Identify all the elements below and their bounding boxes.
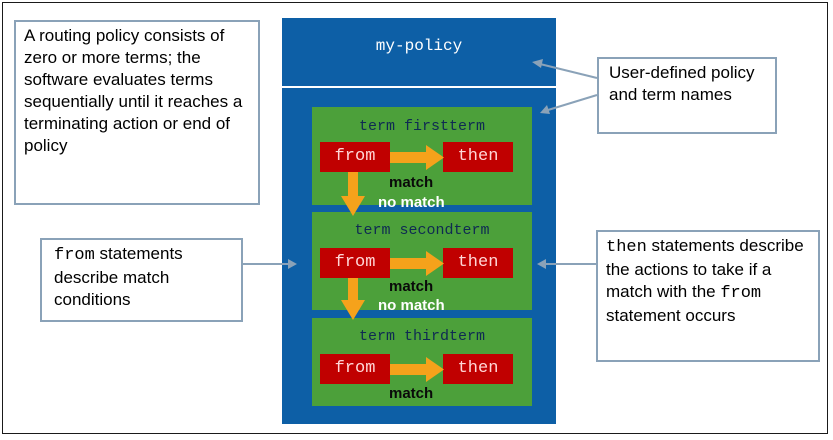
then-statements-text-2: statement occurs	[606, 306, 736, 325]
term-title: term firstterm	[358, 118, 486, 135]
term-title: term thirdterm	[358, 328, 486, 345]
no-match-arrow	[341, 172, 365, 216]
from-box: from	[320, 142, 390, 172]
match-label: match	[389, 385, 434, 402]
connector-line	[532, 59, 598, 79]
from-then-arrow	[390, 251, 444, 276]
then-box: then	[443, 354, 513, 384]
policy-header	[282, 18, 556, 86]
term-title: term secondterm	[354, 222, 490, 239]
from-then-arrow	[390, 145, 444, 170]
from-statements-callout: from statements describe match condition…	[40, 238, 243, 322]
no-match-label: no match	[378, 297, 445, 314]
no-match-arrow	[341, 278, 365, 320]
no-match-label: no match	[378, 194, 445, 211]
then-box: then	[443, 142, 513, 172]
connector-line	[540, 94, 598, 114]
match-label: match	[389, 174, 434, 191]
connector-line	[537, 259, 596, 269]
from-keyword: from	[54, 246, 95, 265]
match-label: match	[389, 278, 434, 295]
policy-divider	[282, 86, 556, 88]
then-statements-callout: then statements describe the actions to …	[596, 230, 820, 362]
then-box: then	[443, 248, 513, 278]
from-box: from	[320, 248, 390, 278]
from-keyword: from	[720, 284, 762, 303]
policy-name: my-policy	[375, 37, 463, 55]
then-statements-text-1: statements describe the actions to take …	[606, 236, 804, 301]
then-keyword: then	[606, 238, 647, 257]
user-defined-callout: User-defined policy and term names	[597, 57, 777, 134]
user-defined-text: User-defined policy and term names	[609, 63, 755, 104]
from-box: from	[320, 354, 390, 384]
from-then-arrow	[390, 357, 444, 382]
connector-line	[243, 259, 297, 269]
diagram-frame	[2, 2, 828, 434]
routing-policy-callout: A routing policy consists of zero or mor…	[14, 20, 260, 205]
from-statements-text: statements describe match conditions	[54, 244, 183, 309]
routing-policy-text: A routing policy consists of zero or mor…	[24, 26, 243, 155]
